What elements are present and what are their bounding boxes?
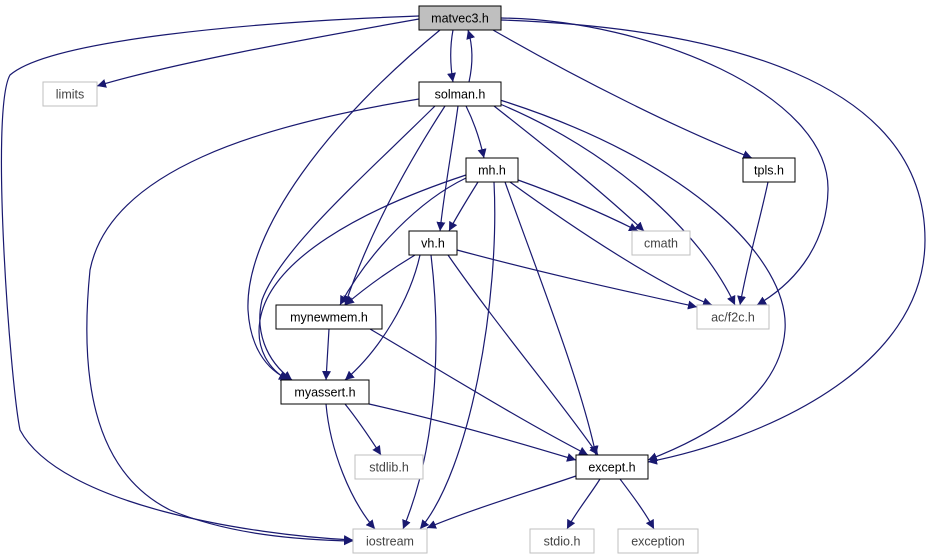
node-box <box>354 454 424 480</box>
edge-myassert-to-stdlib <box>344 403 382 456</box>
node-box <box>575 454 649 480</box>
edge-mynewmem-to-myassert <box>322 328 331 381</box>
edge-solman-to-vh <box>436 105 459 232</box>
edge-matvec3-to-myassert <box>247 29 441 381</box>
edge-myassert-to-iostream <box>325 403 376 530</box>
node-label: solman.h <box>435 88 486 102</box>
node-acf2c: ac/f2c.h <box>696 304 770 330</box>
edge-vh-to-mynewmem <box>344 254 416 306</box>
edge-matvec3-to-acf2c <box>500 17 829 306</box>
node-box <box>418 5 502 31</box>
node-cmath: cmath <box>631 230 691 256</box>
node-exception: exception <box>617 528 699 554</box>
node-solman[interactable]: solman.h <box>418 81 502 107</box>
node-label: matvec3.h <box>431 12 489 26</box>
node-label: mynewmem.h <box>290 311 368 325</box>
edges-layer <box>0 15 926 546</box>
edge-except-to-stdio <box>566 478 601 530</box>
edge-mh-to-cmath <box>517 179 639 232</box>
node-box <box>352 528 428 554</box>
node-label: ac/f2c.h <box>711 311 755 325</box>
edge-myassert-to-except <box>368 403 577 462</box>
edge-mh-to-mynewmem <box>339 177 467 306</box>
edge-solman-to-cmath <box>493 105 645 232</box>
node-stdio: stdio.h <box>529 528 595 554</box>
edge-vh-to-iostream <box>402 254 437 530</box>
node-label: exception <box>631 535 685 549</box>
node-box <box>529 528 595 554</box>
node-mynewmem[interactable]: mynewmem.h <box>275 304 383 330</box>
node-label: cmath <box>644 237 678 251</box>
edge-matvec3-to-limits <box>96 18 420 88</box>
edge-mh-to-acf2c <box>509 181 713 307</box>
node-label: except.h <box>588 461 635 475</box>
edge-vh-to-acf2c <box>456 249 698 310</box>
edge-mh-to-except <box>504 181 599 456</box>
edge-matvec3-to-except <box>500 19 926 465</box>
edge-mh-to-iostream <box>419 181 496 530</box>
edge-mh-to-myassert <box>258 174 467 381</box>
node-box <box>275 304 383 330</box>
edge-matvec3-to-iostream <box>0 15 420 545</box>
edge-solman-to-mh <box>465 105 487 159</box>
node-box <box>42 81 98 107</box>
node-box <box>280 379 370 405</box>
edge-solman-to-iostream <box>86 98 420 546</box>
edge-tpls-to-acf2c <box>737 181 769 306</box>
edge-vh-to-except <box>447 254 599 456</box>
node-box <box>631 230 691 256</box>
node-myassert[interactable]: myassert.h <box>280 379 370 405</box>
edge-solman-to-except <box>499 99 786 461</box>
node-label: tpls.h <box>754 164 784 178</box>
node-label: stdio.h <box>544 535 581 549</box>
edge-solman-to-mynewmem <box>343 105 446 306</box>
node-tpls[interactable]: tpls.h <box>742 157 796 183</box>
node-label: iostream <box>366 535 414 549</box>
edge-vh-to-myassert <box>344 254 421 381</box>
edge-mynewmem-to-except <box>369 328 589 456</box>
node-box <box>465 157 519 183</box>
edge-matvec3-to-solman <box>447 29 456 83</box>
node-label: vh.h <box>421 237 445 251</box>
edge-solman-to-matvec3 <box>466 29 475 83</box>
node-stdlib: stdlib.h <box>354 454 424 480</box>
node-box <box>418 81 502 107</box>
node-label: myassert.h <box>294 386 355 400</box>
edge-solman-to-myassert <box>259 105 436 381</box>
node-box <box>617 528 699 554</box>
node-label: stdlib.h <box>369 461 409 475</box>
edge-matvec3-to-tpls <box>492 29 753 159</box>
nodes-layer: matvec3.h limits solman.h mh.h tpls.h vh.h cma… <box>42 5 796 554</box>
node-iostream: iostream <box>352 528 428 554</box>
node-limits: limits <box>42 81 98 107</box>
edge-except-to-exception <box>619 478 655 530</box>
node-label: mh.h <box>478 164 506 178</box>
node-vh[interactable]: vh.h <box>408 230 458 256</box>
edge-mh-to-vh <box>448 181 479 232</box>
edge-except-to-iostream <box>426 475 577 529</box>
node-mh[interactable]: mh.h <box>465 157 519 183</box>
node-box <box>742 157 796 183</box>
node-except[interactable]: except.h <box>575 454 649 480</box>
edge-solman-to-acf2c <box>499 103 736 306</box>
node-label: limits <box>56 88 84 102</box>
node-box <box>408 230 458 256</box>
node-matvec3[interactable]: matvec3.h <box>418 5 502 31</box>
node-box <box>696 304 770 330</box>
